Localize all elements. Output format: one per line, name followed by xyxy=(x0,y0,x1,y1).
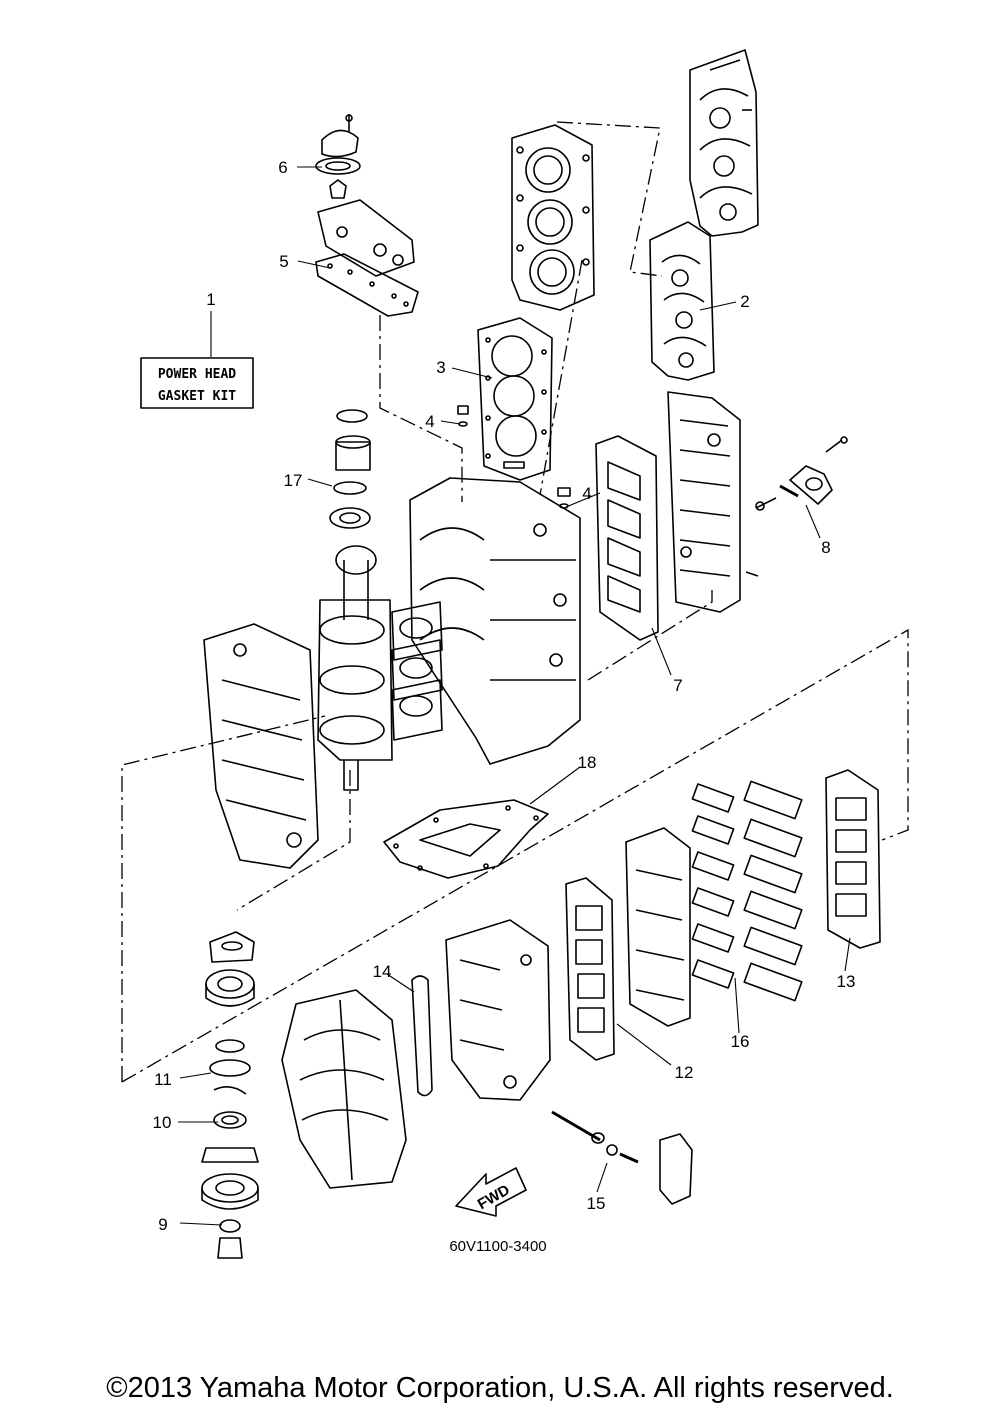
callout-1: 1 xyxy=(206,290,215,309)
kit-label-line-2: GASKET KIT xyxy=(158,389,236,404)
reed-plate-gasket xyxy=(825,769,881,949)
fwd-label: FWD xyxy=(475,1181,513,1213)
callout-15: 15 xyxy=(587,1194,606,1213)
base-gasket xyxy=(383,799,549,879)
pressure-valve-parts xyxy=(745,436,848,577)
callout-numbers: 1 2 3 4 4 5 6 7 8 9 10 11 12 13 14 15 16… xyxy=(153,158,856,1234)
water-jacket-gasket xyxy=(649,221,715,381)
kit-label-line-1: POWER HEAD xyxy=(158,367,236,382)
callout-12: 12 xyxy=(675,1063,694,1082)
assembly-lines xyxy=(121,121,909,1083)
reed-petals xyxy=(691,780,803,1002)
callout-17: 17 xyxy=(284,471,303,490)
part-drawings xyxy=(140,49,881,1259)
intake-manifold xyxy=(445,919,551,1101)
lower-crankcase xyxy=(203,623,319,869)
forward-arrow xyxy=(455,1167,527,1217)
lower-seal-stack xyxy=(201,931,259,1259)
cylinder-head-gasket xyxy=(477,317,553,481)
callout-16: 16 xyxy=(731,1032,750,1051)
head-cover xyxy=(689,49,759,237)
copyright-notice: ©2013 Yamaha Motor Corporation, U.S.A. A… xyxy=(106,1372,894,1404)
callout-4a: 4 xyxy=(425,412,434,431)
callout-2: 2 xyxy=(740,292,749,311)
callout-14: 14 xyxy=(373,962,392,981)
leader-lines xyxy=(178,166,851,1226)
bolt-washer-upper xyxy=(457,405,469,427)
callout-3: 3 xyxy=(436,358,445,377)
exhaust-outer-cover xyxy=(667,391,741,613)
part-code: 60V1100-3400 xyxy=(449,1238,546,1255)
exhaust-cover-gasket xyxy=(595,435,659,641)
crankshaft-assembly xyxy=(317,545,443,791)
cylinder-head xyxy=(511,124,595,311)
callout-18: 18 xyxy=(578,753,597,772)
callout-4b: 4 xyxy=(582,484,591,503)
exhaust-cover xyxy=(315,199,419,317)
fuel-fitting-parts xyxy=(551,1110,693,1205)
reed-valve-body xyxy=(625,827,691,1027)
thermostat-cover xyxy=(315,114,361,199)
gasket-kit-box xyxy=(140,357,254,409)
callout-8: 8 xyxy=(821,538,830,557)
callout-7: 7 xyxy=(673,676,682,695)
callout-9: 9 xyxy=(158,1215,167,1234)
crankcase xyxy=(409,477,581,765)
callout-6: 6 xyxy=(278,158,287,177)
upper-bearing-seal xyxy=(329,409,371,529)
reed-valve-gasket xyxy=(565,877,615,1061)
callout-5: 5 xyxy=(279,252,288,271)
callout-11: 11 xyxy=(154,1070,172,1089)
callout-13: 13 xyxy=(837,972,856,991)
intake-silencer xyxy=(281,989,407,1189)
callout-10: 10 xyxy=(153,1113,172,1132)
silencer-seal xyxy=(411,975,433,1097)
